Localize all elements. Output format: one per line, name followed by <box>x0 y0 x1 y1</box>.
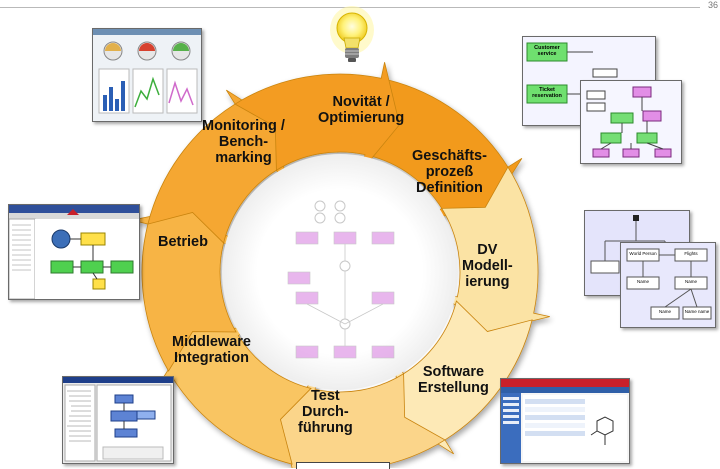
cycle-arrow-monitoring <box>234 62 400 172</box>
center-diagram-connector <box>334 212 346 224</box>
center-diagram-box <box>295 231 319 245</box>
center-diagram-connector <box>334 200 346 212</box>
cycle-center <box>222 154 458 390</box>
ide-screenshot <box>62 376 174 464</box>
class-diagram-screenshot-front: World Person Flights Name Name Name Name… <box>620 242 716 328</box>
class-label-name-3: Name <box>658 309 671 314</box>
dashboard-screenshot <box>92 28 202 122</box>
center-diagram-box <box>333 231 357 245</box>
center-diagram-box <box>371 345 395 359</box>
cycle-arrow-geschaeftsprozess <box>440 166 550 332</box>
center-diagram-box <box>333 345 357 359</box>
center-diagram-line <box>306 303 346 325</box>
page-number: 36 <box>707 0 718 10</box>
center-diagram-line <box>344 303 384 325</box>
center-diagram-connector <box>314 200 326 212</box>
class-label-flights: Flights <box>684 251 698 256</box>
center-diagram-box <box>287 271 311 285</box>
center-diagram-box <box>371 291 395 305</box>
center-diagram-connector <box>314 212 326 224</box>
stage-label-betrieb: Betrieb <box>158 234 208 250</box>
center-diagram-box <box>295 345 319 359</box>
modeling-tool-screenshot <box>8 204 140 300</box>
stage-label-monitoring: Monitoring /Bench-marking <box>202 118 285 166</box>
center-diagram-connector <box>339 260 351 272</box>
center-process-diagram <box>287 200 395 359</box>
web-application-screenshot <box>500 378 630 464</box>
lightbulb-icon <box>330 6 374 62</box>
footer-box <box>296 462 390 469</box>
class-label-name-name: Name name <box>684 309 710 314</box>
cycle-segments <box>131 62 550 468</box>
class-label-name-2: Name <box>684 279 697 284</box>
class-label-name-1: Name <box>636 279 649 284</box>
stage-label-novitaet: Novität /Optimierung <box>318 94 405 126</box>
class-label-world-person: World Person <box>629 251 657 256</box>
center-diagram-box <box>371 231 395 245</box>
center-diagram-box <box>295 291 319 305</box>
process-label-customer-service: Customer service <box>534 45 560 57</box>
process-model-screenshot-front <box>580 80 682 164</box>
process-label-ticket-reservation: Ticket reservation <box>532 87 562 99</box>
